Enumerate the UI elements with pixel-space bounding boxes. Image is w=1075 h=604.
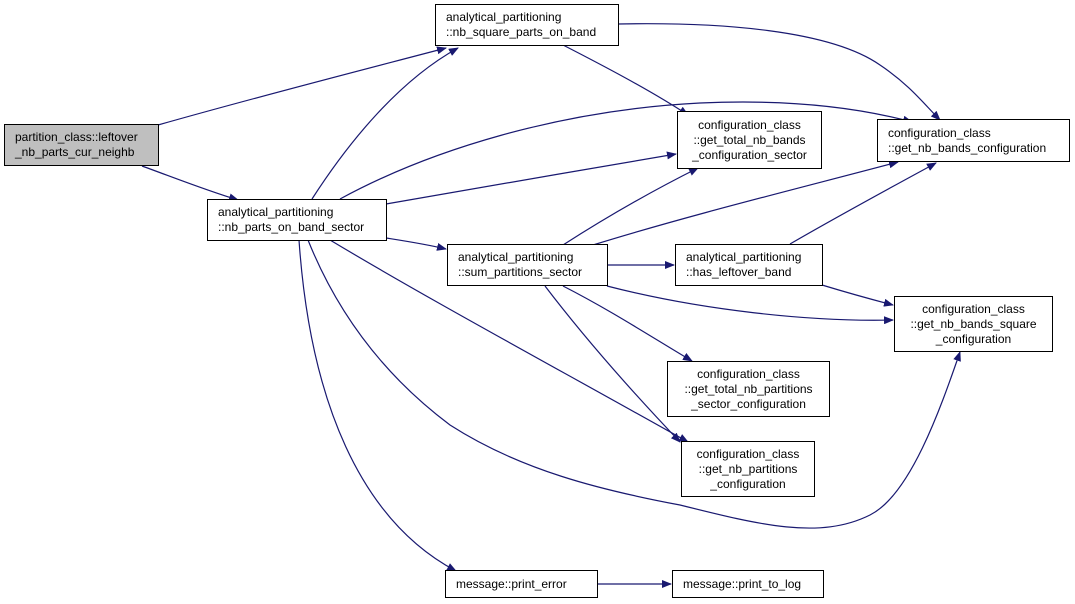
node-label-line: ::has_leftover_band — [686, 265, 792, 279]
edge-nb-square-parts-on-band-to-get-nb-bands-configuration — [617, 23, 941, 121]
node-label-line: configuration_class — [888, 125, 991, 140]
edge-sum-partitions-sector-to-get-total-nb-bands — [562, 167, 699, 246]
node-label-line: _nb_parts_cur_neighb — [15, 145, 135, 159]
node-print-to-log[interactable]: message::print_to_log — [672, 570, 824, 598]
edge-has-leftover-band-to-get-nb-bands-square-configuration — [821, 284, 894, 307]
node-label-line: _configuration — [710, 476, 786, 491]
node-leftover-nb-parts-cur-neighb: partition_class::leftover _nb_parts_cur_… — [4, 124, 159, 166]
node-nb-parts-on-band-sector[interactable]: analytical_partitioning ::nb_parts_on_ba… — [207, 199, 387, 241]
node-print-error[interactable]: message::print_error — [445, 570, 598, 598]
node-label-line: configuration_class — [698, 117, 801, 132]
edge-nb-parts-on-band-sector-to-print-error — [298, 239, 457, 572]
edge-sum-partitions-sector-to-get-nb-bands-square-configuration — [606, 285, 894, 325]
node-label-line: message::print_error — [456, 576, 567, 591]
node-label-line: configuration_class — [697, 366, 800, 381]
node-label-line: ::get_nb_partitions — [698, 461, 798, 476]
node-get-total-nb-bands-configuration-sector[interactable]: configuration_class ::get_total_nb_bands… — [677, 111, 822, 169]
node-label-line: analytical_partitioning — [446, 10, 562, 24]
node-label-line: partition_class::leftover — [15, 130, 138, 144]
edge-has-leftover-band-to-get-nb-bands-configuration — [789, 162, 937, 245]
edge-nb-parts-on-band-sector-to-get-nb-bands-square-configuration — [307, 239, 961, 529]
edge-leftover-to-nb-square-parts-on-band — [157, 46, 447, 126]
edge-nb-parts-on-band-sector-to-get-nb-partitions-configuration — [329, 239, 689, 443]
edge-leftover-to-nb-parts-on-band-sector — [141, 165, 239, 202]
node-label-line: analytical_partitioning — [686, 250, 802, 264]
node-label-line: _configuration_sector — [692, 147, 807, 162]
edge-nb-parts-on-band-sector-to-get-total-nb-bands — [385, 151, 677, 205]
edge-nb-parts-on-band-sector-to-get-nb-bands-configuration — [339, 101, 913, 200]
edge-sum-partitions-sector-to-get-nb-bands-configuration — [592, 160, 899, 246]
edge-sum-partitions-sector-to-get-total-nb-partitions — [562, 285, 693, 362]
node-get-nb-partitions-configuration[interactable]: configuration_class ::get_nb_partitions … — [681, 441, 815, 497]
edge-nb-parts-on-band-sector-to-nb-square-parts-on-band — [311, 47, 459, 200]
node-label-line: ::nb_square_parts_on_band — [446, 25, 597, 39]
node-label-line: message::print_to_log — [683, 576, 802, 591]
edge-nb-parts-on-band-sector-to-sum-partitions-sector — [385, 237, 447, 251]
node-label-line: ::get_total_nb_partitions — [684, 381, 813, 396]
edge-nb-square-parts-on-band-to-get-total-nb-bands — [562, 44, 689, 116]
node-label-line: analytical_partitioning — [458, 250, 574, 264]
node-label-line: ::get_total_nb_bands — [693, 132, 806, 147]
node-label-line: configuration_class — [696, 446, 800, 461]
node-label-line: configuration_class — [922, 301, 1025, 316]
node-get-nb-bands-configuration[interactable]: configuration_class ::get_nb_bands_confi… — [877, 119, 1070, 162]
node-get-total-nb-partitions-sector-configuration[interactable]: configuration_class ::get_total_nb_parti… — [667, 361, 830, 417]
node-label-line: analytical_partitioning — [218, 205, 334, 219]
node-get-nb-bands-square-configuration[interactable]: configuration_class ::get_nb_bands_squar… — [894, 296, 1053, 352]
node-sum-partitions-sector[interactable]: analytical_partitioning ::sum_partitions… — [447, 244, 608, 286]
node-label-line: _configuration — [935, 331, 1012, 346]
node-label-line: _sector_configuration — [691, 396, 806, 411]
node-label-line: ::sum_partitions_sector — [458, 265, 583, 279]
node-label-line: ::get_nb_bands_configuration — [888, 140, 1047, 155]
node-has-leftover-band[interactable]: analytical_partitioning ::has_leftover_b… — [675, 244, 823, 286]
node-label-line: ::nb_parts_on_band_sector — [218, 220, 365, 234]
node-label-line: ::get_nb_bands_square — [910, 316, 1037, 331]
node-nb-square-parts-on-band[interactable]: analytical_partitioning ::nb_square_part… — [435, 4, 619, 46]
edge-sum-partitions-sector-to-get-nb-partitions-configuration — [544, 285, 681, 443]
